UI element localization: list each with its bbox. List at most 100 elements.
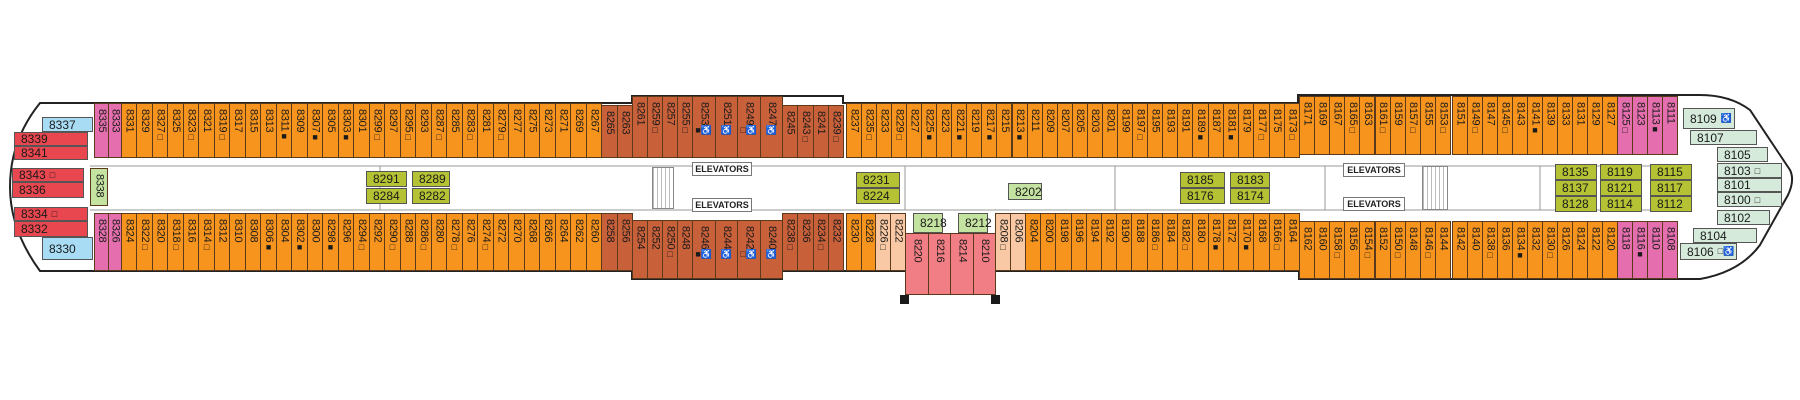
cabin-8343[interactable]: 8343□: [12, 168, 84, 182]
cabin-8249[interactable]: 8249□♿: [737, 96, 761, 158]
cabin-8200[interactable]: 8200: [1040, 213, 1057, 271]
cabin-8281[interactable]: 8281: [477, 103, 494, 158]
cabin-8208[interactable]: 8208□: [995, 213, 1011, 271]
cabin-8235[interactable]: 8235□: [861, 103, 878, 158]
cabin-8269[interactable]: 8269: [570, 103, 587, 158]
cabin-8169[interactable]: 8169: [1314, 96, 1331, 155]
cabin-8141[interactable]: 8141■: [1527, 96, 1543, 155]
cabin-8246[interactable]: 8246■♿: [692, 220, 716, 279]
cabin-8283[interactable]: 8283□: [461, 103, 479, 158]
cabin-8239[interactable]: 8239□: [827, 105, 844, 158]
cabin-8254[interactable]: 8254: [632, 220, 648, 279]
cabin-8128[interactable]: 8128: [1555, 196, 1597, 212]
cabin-8177[interactable]: 8177□: [1253, 103, 1270, 158]
cabin-8314[interactable]: 8314□: [198, 213, 215, 271]
cabin-8151[interactable]: 8151: [1452, 96, 1468, 155]
cabin-8291[interactable]: 8291: [366, 171, 407, 187]
cabin-8260[interactable]: 8260: [585, 213, 602, 271]
cabin-8223[interactable]: 8223: [936, 103, 953, 158]
cabin-8222[interactable]: 8222: [890, 213, 906, 271]
cabin-8221[interactable]: 8221■: [951, 103, 968, 158]
cabin-8140[interactable]: 8140: [1467, 221, 1483, 279]
cabin-8149[interactable]: 8149□: [1467, 96, 1483, 155]
cabin-8227[interactable]: 8227: [906, 103, 923, 158]
cabin-8114[interactable]: 8114: [1600, 196, 1642, 212]
cabin-8173[interactable]: 8173□: [1283, 103, 1300, 158]
cabin-8106[interactable]: 8106□♿: [1680, 243, 1737, 260]
cabin-8337[interactable]: 8337: [42, 117, 93, 132]
cabin-8321[interactable]: 8321: [198, 103, 215, 158]
cabin-8299[interactable]: 8299□: [368, 103, 386, 158]
cabin-8300[interactable]: 8300: [306, 213, 324, 271]
cabin-8144[interactable]: 8144: [1434, 221, 1451, 279]
cabin-8228[interactable]: 8228: [860, 213, 876, 271]
cabin-8215[interactable]: 8215: [996, 103, 1013, 158]
cabin-8148[interactable]: 8148: [1404, 221, 1421, 279]
cabin-8332[interactable]: 8332: [14, 221, 88, 237]
cabin-8282[interactable]: 8282: [412, 188, 450, 204]
cabin-8146[interactable]: 8146□: [1419, 221, 1436, 279]
cabin-8161[interactable]: 8161□: [1374, 96, 1391, 155]
cabin-8136[interactable]: 8136: [1497, 221, 1513, 279]
cabin-8178[interactable]: 8178■: [1207, 213, 1224, 271]
cabin-8170[interactable]: 8170■: [1238, 213, 1255, 271]
cabin-8301[interactable]: 8301: [353, 103, 370, 158]
cabin-8197[interactable]: 8197□: [1131, 103, 1148, 158]
cabin-8313[interactable]: 8313: [260, 103, 277, 158]
cabin-8129[interactable]: 8129: [1587, 96, 1603, 155]
cabin-8230[interactable]: 8230: [846, 213, 862, 271]
cabin-8304[interactable]: 8304: [275, 213, 293, 271]
cabin-8187[interactable]: 8187: [1207, 103, 1224, 158]
cabin-8233[interactable]: 8233: [876, 103, 893, 158]
cabin-8142[interactable]: 8142: [1452, 221, 1468, 279]
cabin-8289[interactable]: 8289: [412, 171, 450, 187]
cabin-8258[interactable]: 8258: [601, 213, 618, 271]
cabin-8111[interactable]: 8111: [1662, 96, 1678, 155]
cabin-8309[interactable]: 8309: [291, 103, 308, 158]
cabin-8152[interactable]: 8152: [1374, 221, 1391, 279]
cabin-8323[interactable]: 8323□: [182, 103, 200, 158]
cabin-8181[interactable]: 8181■: [1222, 103, 1239, 158]
cabin-8278[interactable]: 8278□: [446, 213, 463, 271]
cabin-8276[interactable]: 8276: [461, 213, 479, 271]
cabin-8150[interactable]: 8150□: [1389, 221, 1406, 279]
cabin-8294[interactable]: 8294□: [353, 213, 370, 271]
cabin-8238[interactable]: 8238□: [782, 213, 799, 271]
cabin-8273[interactable]: 8273: [539, 103, 556, 158]
cabin-8165[interactable]: 8165□: [1344, 96, 1361, 155]
cabin-8192[interactable]: 8192: [1101, 213, 1118, 271]
cabin-8179[interactable]: 8179: [1238, 103, 1255, 158]
cabin-8226[interactable]: 8226□: [875, 213, 891, 271]
cabin-8160[interactable]: 8160: [1314, 221, 1331, 279]
cabin-8159[interactable]: 8159: [1389, 96, 1406, 155]
cabin-8164[interactable]: 8164: [1283, 213, 1300, 271]
cabin-8122[interactable]: 8122: [1587, 221, 1603, 279]
cabin-8113[interactable]: 8113■: [1647, 96, 1663, 155]
cabin-8207[interactable]: 8207: [1056, 103, 1073, 158]
cabin-8335[interactable]: 8335: [94, 103, 109, 158]
cabin-8322[interactable]: 8322□: [136, 213, 153, 271]
cabin-8105[interactable]: 8105: [1717, 147, 1768, 162]
cabin-8183[interactable]: 8183: [1230, 172, 1270, 188]
cabin-8324[interactable]: 8324: [121, 213, 138, 271]
cabin-8127[interactable]: 8127: [1602, 96, 1618, 155]
cabin-8217[interactable]: 8217■: [981, 103, 998, 158]
cabin-8224[interactable]: 8224: [856, 188, 900, 204]
cabin-8163[interactable]: 8163: [1359, 96, 1376, 155]
cabin-8175[interactable]: 8175: [1268, 103, 1285, 158]
cabin-8204[interactable]: 8204: [1025, 213, 1042, 271]
cabin-8225[interactable]: 8225■: [921, 103, 938, 158]
cabin-8268[interactable]: 8268: [523, 213, 541, 271]
cabin-8112[interactable]: 8112: [1650, 196, 1692, 212]
cabin-8262[interactable]: 8262: [570, 213, 587, 271]
cabin-8185[interactable]: 8185: [1180, 172, 1225, 188]
cabin-8241[interactable]: 8241: [812, 105, 829, 158]
cabin-8266[interactable]: 8266: [539, 213, 556, 271]
cabin-8198[interactable]: 8198: [1055, 213, 1072, 271]
cabin-8251[interactable]: 8251♿: [714, 96, 738, 158]
cabin-8176[interactable]: 8176: [1180, 188, 1225, 204]
cabin-8156[interactable]: 8156: [1344, 221, 1361, 279]
cabin-8237[interactable]: 8237: [846, 103, 863, 158]
cabin-8328[interactable]: 8328: [94, 213, 109, 271]
cabin-8104[interactable]: 8104: [1693, 228, 1757, 243]
